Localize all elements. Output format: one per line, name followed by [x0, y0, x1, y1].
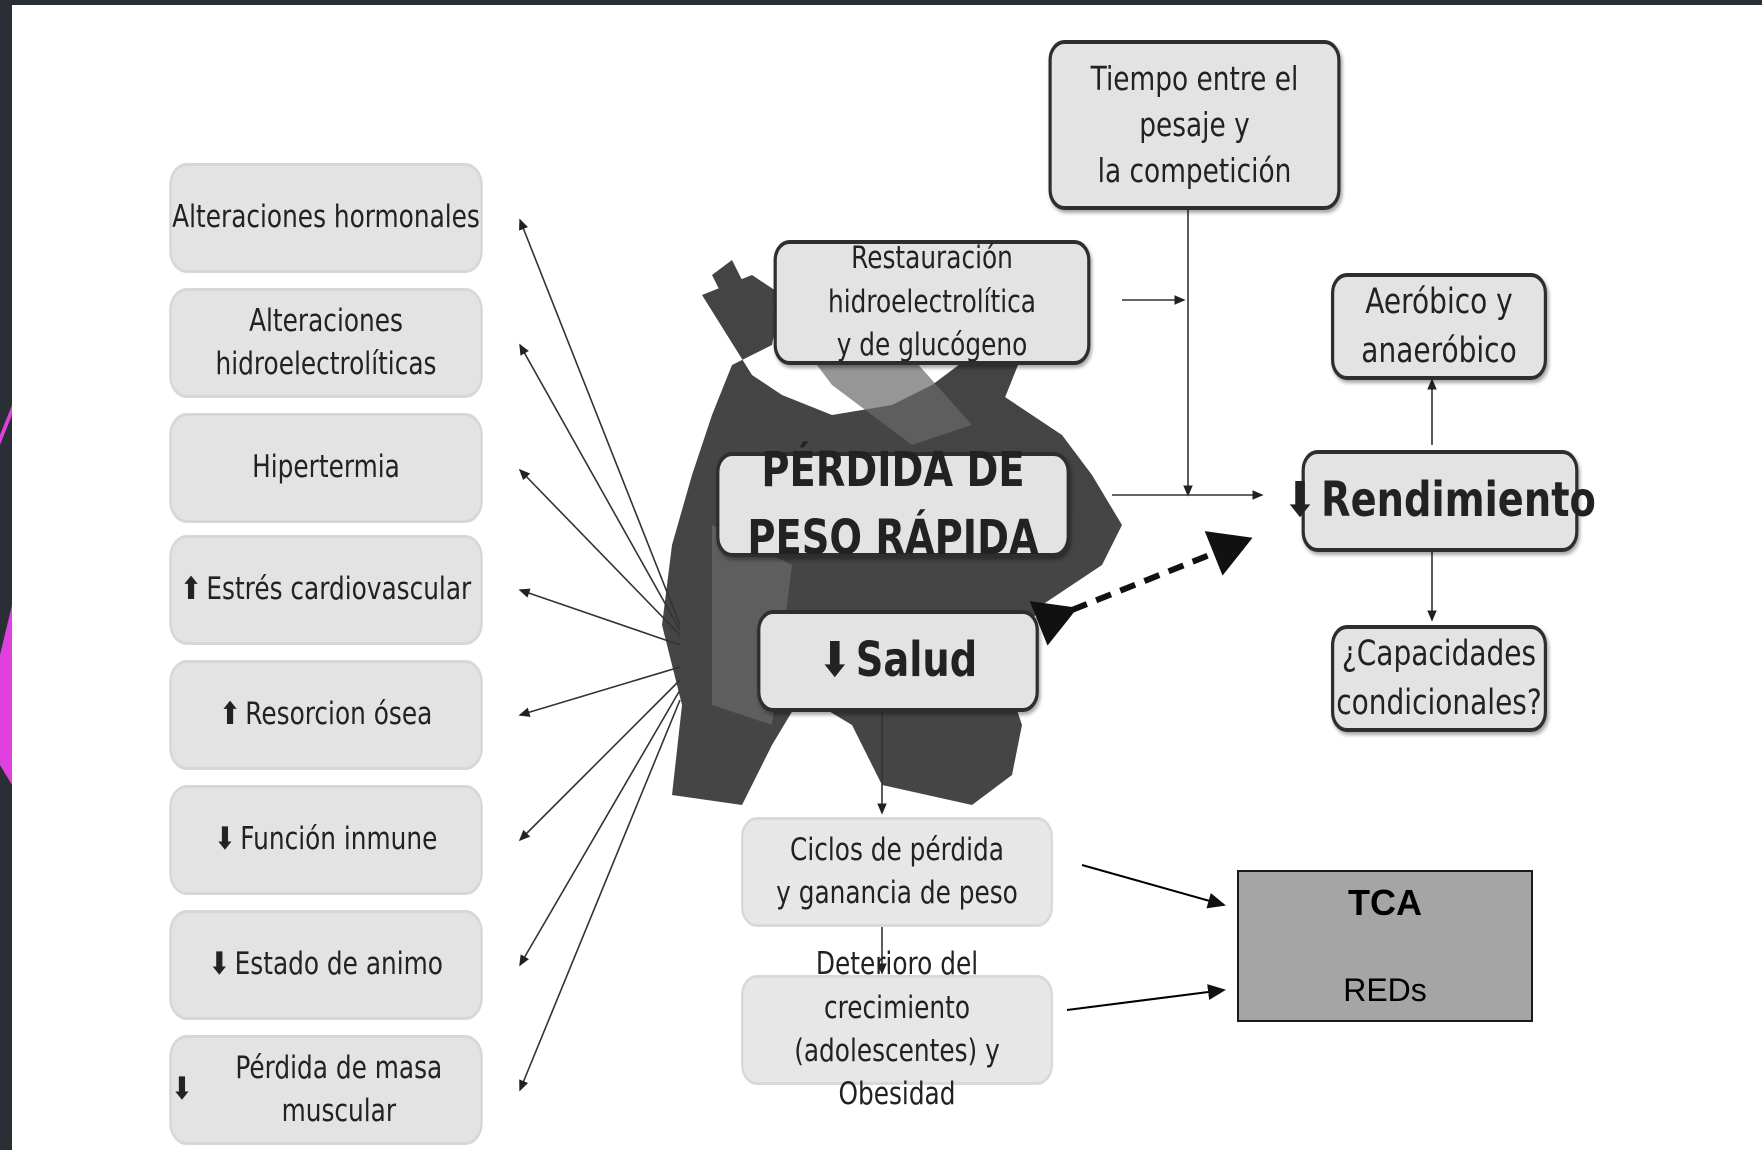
box-alteraciones-hidroelectroliticas: Alteraciones hidroelectrolíticas [169, 288, 483, 398]
salud-label: Salud [855, 632, 978, 689]
box-label-line1: Alteraciones [249, 302, 403, 339]
box-perdida-masa-muscular: ⬇ Pérdida de masa muscular [169, 1035, 483, 1145]
box-capacidades: ¿Capacidades condicionales? [1331, 625, 1547, 732]
box-label: Hipertermia [252, 449, 400, 486]
box-rendimiento: ⬇ Rendimiento [1284, 450, 1596, 552]
box-label-line2: y ganancia de peso [776, 875, 1018, 911]
box-label-line1: Aeróbico y [1365, 281, 1513, 322]
box-label: Resorcion ósea [245, 696, 433, 733]
down-arrow-icon: ⬇ [818, 632, 851, 689]
box-alteraciones-hormonales: Alteraciones hormonales [169, 163, 483, 273]
box-aerobico: Aeróbico y anaeróbico [1331, 273, 1547, 380]
tca-subtitle: REDs [1343, 972, 1427, 1008]
box-label-line2: y de glucógeno [836, 327, 1028, 364]
box-estres-cardiovascular: ⬆ Estrés cardiovascular [169, 535, 483, 645]
connector-lines [518, 210, 1437, 1092]
box-label-line1: Restauración hidroelectrolítica [828, 240, 1036, 320]
tca-title: TCA [1348, 882, 1422, 923]
box-deterioro: Deterioro del crecimiento (adolescentes)… [741, 946, 1053, 1112]
box-ciclos: Ciclos de pérdida y ganancia de peso [741, 817, 1053, 927]
box-label-line1: Deterioro del crecimiento [815, 946, 979, 1026]
box-tiempo-pesaje: Tiempo entre el pesaje y la competición [1048, 40, 1341, 210]
box-tca-reds: TCA REDs [1237, 870, 1533, 1022]
box-label: Alteraciones hormonales [172, 199, 480, 236]
box-label: Pérdida de masa muscular [235, 1049, 443, 1129]
box-label-line2: la competición [1097, 151, 1292, 191]
down-arrow-icon: ⬇ [171, 1071, 193, 1108]
box-label: Estrés cardiovascular [206, 571, 472, 608]
box-label-line2: anaeróbico [1361, 330, 1517, 371]
box-estado-de-animo: ⬇ Estado de animo [169, 910, 483, 1020]
down-arrow-icon: ⬇ [1284, 472, 1317, 529]
down-arrow-icon: ⬇ [214, 821, 236, 858]
box-label-line1: ¿Capacidades [1341, 633, 1537, 674]
box-label-line1: Ciclos de pérdida [790, 831, 1004, 868]
rendimiento-label: Rendimiento [1321, 472, 1596, 529]
accent-shape [0, 405, 12, 785]
box-label-line2: (adolescentes) y Obesidad [794, 1033, 1000, 1113]
box-salud: ⬇ Salud [757, 610, 1039, 712]
box-label-line1: Tiempo entre el pesaje y [1090, 58, 1299, 144]
box-funcion-inmune: ⬇ Función inmune [169, 785, 483, 895]
box-restauracion: Restauración hidroelectrolítica y de glu… [773, 240, 1091, 365]
box-label: Estado de animo [234, 946, 443, 983]
slide: Alteraciones hormonales Alteraciones hid… [12, 5, 1762, 1150]
accent-decoration [0, 5, 12, 1150]
box-hipertermia: Hipertermia [169, 413, 483, 523]
box-perdida-peso-rapida: PÉRDIDA DE PESO RÁPIDA [716, 442, 1070, 566]
up-arrow-icon: ⬆ [180, 571, 202, 608]
up-arrow-icon: ⬆ [219, 696, 241, 733]
down-arrow-icon: ⬇ [209, 946, 230, 983]
box-resorcion-osea: ⬆ Resorcion ósea [169, 660, 483, 770]
box-label-line2: hidroelectrolíticas [215, 346, 437, 382]
box-label: Función inmune [240, 821, 438, 858]
center-title: PÉRDIDA DE PESO RÁPIDA [747, 442, 1039, 566]
box-label-line2: condicionales? [1336, 682, 1542, 723]
